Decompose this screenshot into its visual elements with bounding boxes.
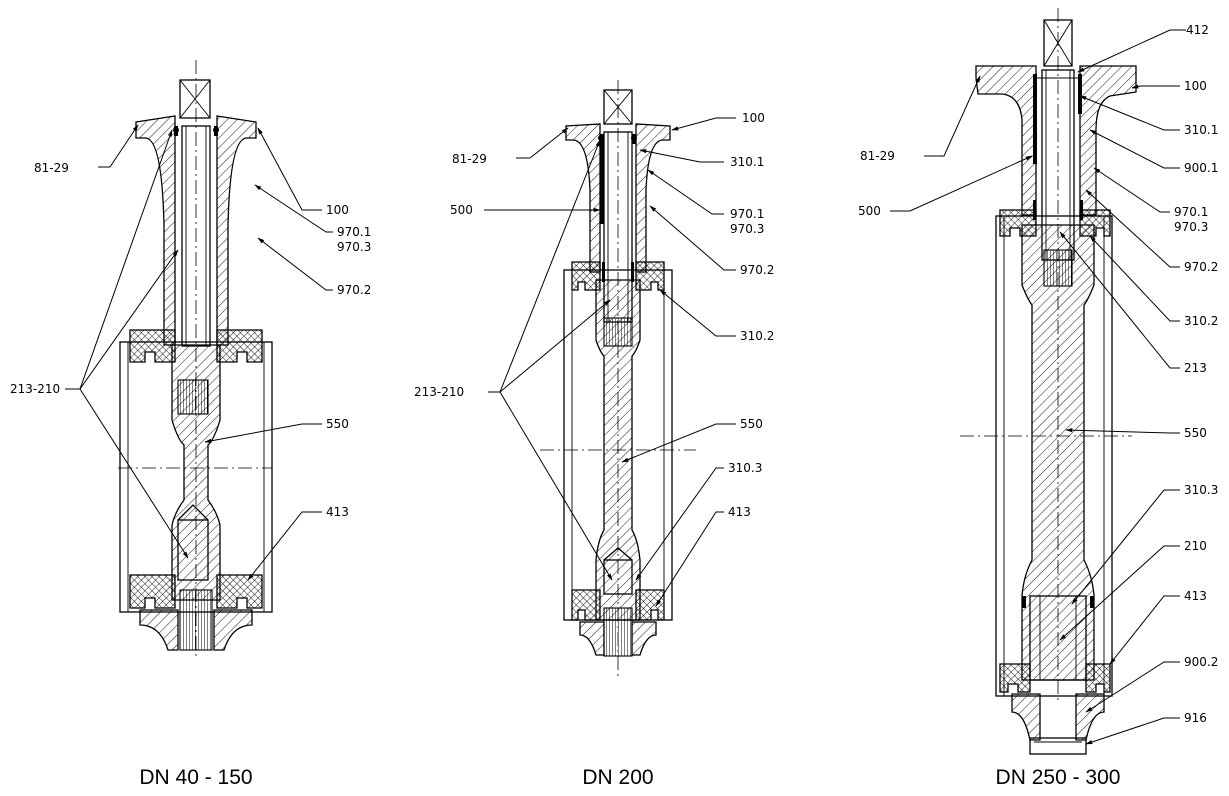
label-550: 550 [740,417,763,431]
label-310-1: 310.1 [730,155,764,169]
label-310-3: 310.3 [728,461,762,475]
disc-outline [995,215,1113,697]
label-213-210: 213-210 [414,385,464,399]
label-970-1: 970.1 [730,207,764,221]
label-310-2: 310.2 [740,329,774,343]
label-81-29: 81-29 [860,149,895,163]
caption-dn200: DN 200 [582,766,653,789]
lower-seal-ring [999,663,1031,693]
label-970-3: 970.3 [730,222,764,236]
caption-dn40-150: DN 40 - 150 [139,766,252,789]
lower-boss [139,609,179,651]
lower-boss [579,621,605,656]
label-900-2: 900.2 [1184,655,1218,669]
spline-upper [177,379,209,415]
lower-seal-ring [571,589,601,621]
label-970-3: 970.3 [337,240,371,254]
label-81-29: 81-29 [452,152,487,166]
label-500: 500 [858,204,881,218]
label-413: 413 [326,505,349,519]
label-970-2: 970.2 [337,283,371,297]
spline-lower [179,589,213,651]
drawing-dn250-300: 412 100 81-29 310.1 900.1 500 970.1 970.… [858,8,1218,789]
body-housing [975,65,1037,216]
label-100: 100 [742,111,765,125]
body-housing [135,115,176,346]
spline-lower [603,607,633,657]
upper-seal-ring [571,261,601,291]
spline-upper [1043,249,1073,287]
label-413: 413 [1184,589,1207,603]
caption-dn250-300: DN 250 - 300 [996,766,1121,789]
label-310-3: 310.3 [1184,483,1218,497]
label-900-1: 900.1 [1184,161,1218,175]
shaft-square-end [179,79,211,119]
label-100: 100 [326,203,349,217]
label-550: 550 [1184,426,1207,440]
label-970-2: 970.2 [1184,260,1218,274]
label-970-1: 970.1 [337,225,371,239]
lower-boss [1011,693,1041,741]
shaft-square-end [603,89,633,125]
label-310-2: 310.2 [1184,314,1218,328]
label-210: 210 [1184,539,1207,553]
label-550: 550 [326,417,349,431]
label-412: 412 [1186,23,1209,37]
label-970-3: 970.3 [1174,220,1208,234]
disc-hub [1021,224,1095,681]
spline-upper [603,317,633,347]
label-970-1: 970.1 [1174,205,1208,219]
label-81-29: 81-29 [34,161,69,175]
body-housing [565,123,601,273]
upper-seal-ring [129,329,176,363]
drawing-dn200: 81-29 100 310.1 500 970.1 970.3 970.2 31… [414,80,774,789]
label-413: 413 [728,505,751,519]
label-213: 213 [1184,361,1207,375]
label-970-2: 970.2 [740,263,774,277]
label-213-210: 213-210 [10,382,60,396]
drawing-dn40-150: 81-29 100 970.1 970.3 970.2 213-210 550 … [10,60,371,789]
label-916: 916 [1184,711,1207,725]
label-100: 100 [1184,79,1207,93]
label-500: 500 [450,203,473,217]
shaft-square-end [1043,19,1073,67]
lower-seal-ring [129,574,176,609]
label-310-1: 310.1 [1184,123,1218,137]
end-cap [1029,737,1087,755]
